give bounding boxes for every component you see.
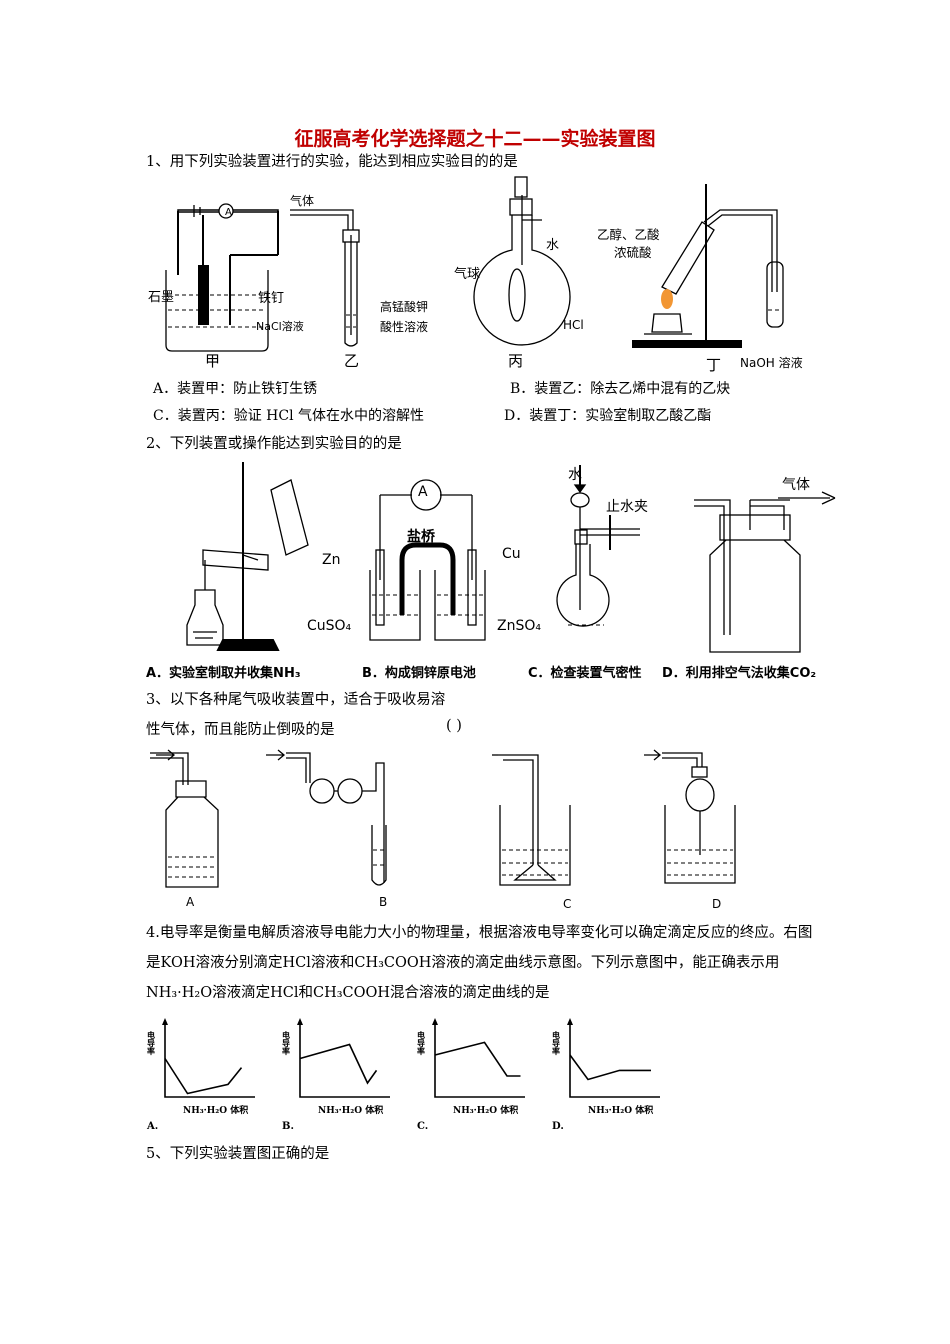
q4-curve [569,1054,651,1081]
q1-apparatus-yi [290,209,360,347]
conc-h2so4-label: 浓硫酸 [614,245,652,260]
zn-label: Zn [322,552,341,568]
q2-caption-d: D．利用排空气法收集CO₂ [662,666,817,681]
q4-curve [164,1058,243,1095]
q3-apparatus-a [150,749,219,888]
ethanol-acetic-label: 乙醇、乙酸 [597,227,660,242]
q2-apparatus-c [556,465,640,627]
q5-stem: 5、下列实验装置图正确的是 [146,1146,330,1162]
ammeter-a-label: A [225,207,232,218]
q4-ylabel: 电导率 [282,1030,291,1056]
caption-bing: 丙 [508,352,524,370]
q3-apparatus-c [492,754,571,886]
q4-curve [434,1041,521,1077]
stopcock-clip-label: 止水夹 [606,499,648,515]
q1-option-c: C．装置丙：验证 HCl 气体在水中的溶解性 [153,408,425,424]
graphite-label: 石墨 [148,290,175,305]
gas-inlet-label: 气体 [290,194,315,208]
q2-apparatus-b [369,479,486,641]
q2-caption-c: C．检查装置气密性 [528,666,642,681]
caption-jia: 甲 [205,352,221,370]
q3-label-b: B [379,895,388,909]
hcl-label: HCl [563,318,584,332]
q4-xlabel: NH₃·H₂O 体积 [588,1104,653,1116]
q4-text: 4.电导率是衡量电解质溶液导电能力大小的物理量，根据溶液电导率变化可以确定滴定反… [146,925,813,1001]
q4-axes [299,1021,390,1098]
q4-xlabel: NH₃·H₂O 体积 [183,1104,248,1116]
q4-option-label: C. [417,1121,428,1132]
caption-ding: 丁 [706,356,722,374]
iron-nail-label: 铁钉 [258,291,285,306]
water-inlet-label: 水 [568,467,582,483]
q4-xlabel: NH₃·H₂O 体积 [318,1104,383,1116]
q3-label-d: D [712,897,722,911]
naoh-solution-label: NaOH 溶液 [740,356,803,370]
q2-caption-a: A．实验室制取并收集NH₃ [146,666,301,681]
nacl-solution-label: NaCl溶液 [256,320,304,333]
q3-line-2: 性气体，而且能防止倒吸的是 [146,722,335,738]
q4-axes [569,1021,660,1098]
cuso4-label: CuSO₄ [307,618,352,634]
q4-axes [434,1021,525,1098]
q3-apparatus-d [644,749,736,884]
q3-answer-paren: ( ) [446,718,462,734]
q1-apparatus-bing [473,176,571,346]
q4-curve [299,1043,378,1085]
q2-stem: 2、下列装置或操作能达到实验目的的是 [146,436,402,452]
balloon-label: 气球 [454,267,481,282]
q1-option-b: B．装置乙：除去乙烯中混有的乙炔 [510,381,731,397]
q4-chart-c: 电导率 NH₃·H₂O 体积 C. [417,1018,525,1132]
salt-bridge-label: 盐桥 [407,529,435,545]
q1-apparatus-ding [632,184,784,348]
q4-ylabel: 电导率 [552,1030,561,1056]
q1-option-d: D．装置丁：实验室制取乙酸乙酯 [504,408,712,424]
q4-ylabel: 电导率 [417,1030,426,1056]
q4-xlabel: NH₃·H₂O 体积 [453,1104,518,1116]
q2-apparatus-d [694,491,836,653]
q4-ylabel: 电导率 [147,1030,156,1056]
q4-option-label: D. [552,1121,564,1132]
znso4-label: ZnSO₄ [497,618,541,634]
q1-option-a: A．装置甲：防止铁钉生锈 [153,381,318,397]
q4-chart-d: 电导率 NH₃·H₂O 体积 D. [552,1018,660,1132]
cu-label: Cu [502,546,521,562]
q2-apparatus-a [186,462,309,651]
q4-axis-arrow [162,1018,168,1025]
gas-inlet-d-label: 气体 [782,477,810,493]
kmno4-label-1: 高锰酸钾 [380,300,429,314]
q4-chart-b: 电导率 NH₃·H₂O 体积 B. [282,1018,390,1132]
page-title: 征服高考化学选择题之十二——实验装置图 [294,128,656,150]
q3-label-a: A [186,895,195,909]
q4-axes [164,1021,255,1098]
q4-option-label: A. [146,1121,158,1132]
ammeter-a2-label: A [418,484,428,500]
q4-axis-arrow [567,1018,573,1025]
q3-label-c: C [563,897,572,911]
water-label: 水 [546,238,560,253]
kmno4-label-2: 酸性溶液 [380,320,429,334]
q3-line-1: 3、以下各种尾气吸收装置中，适合于吸收易溶 [146,692,446,708]
q4-chart-panels: 电导率 NH₃·H₂O 体积 A. 电导率 NH₃·H₂O 体积 B. 电导率 NH₃·H₂O… [146,1018,660,1132]
q4-chart-a: 电导率 NH₃·H₂O 体积 A. [146,1018,255,1132]
q2-caption-b: B．构成铜锌原电池 [362,666,476,681]
q1-apparatus-jia [165,203,279,352]
q4-option-label: B. [282,1121,294,1132]
caption-yi: 乙 [344,352,360,370]
q4-axis-arrow [297,1018,303,1025]
q1-stem: 1、用下列实验装置进行的实验，能达到相应实验目的的是 [146,154,518,170]
q4-axis-arrow [432,1018,438,1025]
q3-apparatus-b [266,749,387,886]
